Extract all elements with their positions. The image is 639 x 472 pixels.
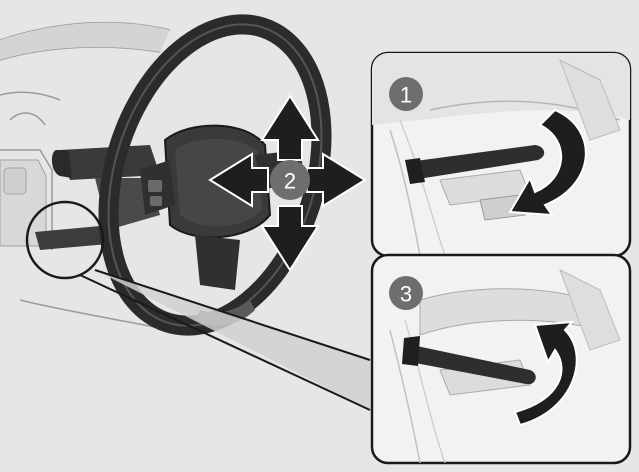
step-badge-2	[270, 160, 310, 200]
step-badge-1	[389, 77, 423, 111]
wheel-switch-icon	[150, 196, 162, 206]
dashboard-fill	[0, 22, 170, 247]
wheel-switch-icon	[148, 180, 162, 192]
arrow-down-icon	[508, 108, 587, 217]
arrow-up-icon	[513, 320, 578, 427]
detail-panel-1: 1	[370, 51, 632, 258]
step-number-3: 3	[400, 282, 412, 307]
step-number-1: 1	[400, 83, 412, 108]
detail-panel-3: 3	[370, 253, 632, 465]
step-badge-3	[389, 276, 423, 310]
zoom-callout	[25, 200, 371, 411]
step-number-2: 2	[284, 169, 296, 194]
adjust-lever-main	[35, 226, 108, 250]
zoom-circle	[25, 200, 105, 280]
